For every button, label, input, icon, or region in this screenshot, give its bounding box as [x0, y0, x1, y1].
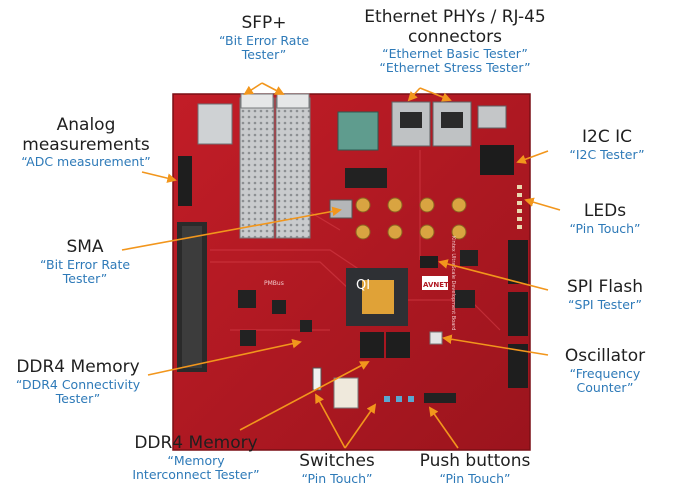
arrow-eth-left	[407, 87, 421, 102]
label-ddr4a-title: DDR4 Memory	[16, 357, 140, 377]
right-connectors	[508, 240, 528, 388]
power-connector	[333, 377, 359, 409]
label-i2c-title: I2C IC	[582, 127, 632, 147]
label-sfp-sub1: “Bit Error Rate	[218, 32, 310, 48]
label-analog-sub: “ADC measurement”	[21, 154, 151, 170]
label-oscillator: Oscillator “Frequency Counter”	[548, 346, 662, 395]
fmc-connector	[177, 222, 207, 372]
label-ethernet-title2: connectors	[407, 26, 502, 47]
label-analog-title1: Analog	[56, 115, 116, 135]
label-ethernet: Ethernet PHYs / RJ-45 connectors “Ethern…	[340, 7, 570, 76]
label-oscillator-sub1: “Frequency	[569, 365, 641, 381]
label-pushbuttons-title: Push buttons	[419, 451, 531, 471]
label-leds: LEDs “Pin Touch”	[560, 201, 650, 236]
sfp-cages	[239, 93, 311, 239]
label-switches: Switches “Pin Touch”	[282, 451, 392, 486]
arrow-sma	[121, 206, 342, 251]
switch-component	[312, 367, 322, 391]
led-strip	[517, 185, 522, 229]
label-sfp-title: SFP+	[241, 13, 287, 33]
i2c-chip	[480, 145, 514, 175]
label-ethernet-sub2: “Ethernet Stress Tester”	[379, 60, 531, 76]
label-sma-sub1: “Bit Error Rate	[39, 256, 131, 272]
label-ddr4b-sub2: Interconnect Tester”	[132, 466, 260, 482]
rj45-connectors	[391, 101, 507, 147]
arrow-switches	[315, 393, 346, 449]
arrow-leds	[524, 197, 561, 211]
label-ddr4a-sub1: “DDR4 Connectivity	[15, 376, 141, 392]
label-ddr4b: DDR4 Memory “Memory Interconnect Tester”	[126, 433, 266, 482]
label-oscillator-title: Oscillator	[564, 346, 646, 366]
label-spi-title: SPI Flash	[566, 277, 643, 297]
avnet-logo	[422, 276, 448, 290]
label-analog-title2: measurements	[22, 134, 150, 155]
label-leds-sub: “Pin Touch”	[569, 220, 641, 236]
chip-label: QI	[356, 278, 370, 293]
ddr4-chips	[360, 332, 410, 358]
pmod-module	[337, 111, 379, 151]
label-ethernet-title1: Ethernet PHYs / RJ-45	[364, 7, 546, 27]
label-switches-title: Switches	[299, 451, 375, 471]
fpga-chip	[346, 268, 408, 326]
spi-flash-chip	[420, 256, 438, 268]
label-ddr4a-sub2: Tester”	[55, 390, 101, 406]
misc-components	[238, 250, 478, 346]
label-oscillator-sub2: Counter”	[576, 379, 634, 395]
push-button-row	[384, 396, 414, 402]
silk-pmbus-text: PMBus	[264, 280, 284, 287]
label-ddr4a: DDR4 Memory “DDR4 Connectivity Tester”	[8, 357, 148, 406]
label-analog: Analog measurements “ADC measurement”	[8, 115, 164, 170]
label-ethernet-sub1: “Ethernet Basic Tester”	[382, 46, 528, 62]
label-i2c: I2C IC “I2C Tester”	[552, 127, 662, 162]
pin-header	[345, 168, 387, 188]
label-spi-sub: “SPI Tester”	[567, 296, 643, 312]
label-ddr4b-title: DDR4 Memory	[134, 433, 258, 453]
arrow-sfp-right	[261, 82, 285, 95]
label-sma: SMA “Bit Error Rate Tester”	[30, 237, 140, 286]
arrow-switches-2	[344, 403, 377, 449]
arrow-oscillator	[442, 334, 549, 356]
avnet-logo-text: AVNET	[423, 281, 449, 289]
label-sfp-sub2: Tester”	[241, 46, 287, 62]
arrow-pushbuttons	[428, 406, 459, 449]
oscillator-chip	[429, 331, 443, 345]
hdmi-connector	[197, 103, 233, 145]
label-sma-sub2: Tester”	[62, 270, 108, 286]
callout-arrows	[121, 82, 561, 449]
dip-switch	[424, 393, 456, 403]
arrow-ddr4b	[239, 361, 370, 431]
label-sfp: SFP+ “Bit Error Rate Tester”	[194, 13, 334, 62]
arrow-spi	[438, 259, 549, 291]
label-sma-title: SMA	[66, 237, 104, 257]
label-spi: SPI Flash “SPI Tester”	[550, 277, 660, 312]
analog-header	[178, 156, 192, 206]
label-switches-sub: “Pin Touch”	[301, 470, 373, 486]
arrow-ddr4a	[147, 338, 302, 376]
label-i2c-sub: “I2C Tester”	[569, 146, 645, 162]
silk-side-text: Kintex UltraScale Development Board	[450, 236, 456, 330]
arrow-analog	[141, 171, 177, 183]
label-leds-title: LEDs	[583, 201, 627, 221]
label-pushbuttons: Push buttons “Pin Touch”	[410, 451, 540, 486]
arrow-eth-right	[419, 87, 452, 102]
arrow-i2c	[516, 150, 549, 164]
arrow-sfp-left	[243, 82, 263, 96]
label-pushbuttons-sub: “Pin Touch”	[439, 470, 511, 486]
label-ddr4b-sub1: “Memory	[167, 452, 225, 468]
